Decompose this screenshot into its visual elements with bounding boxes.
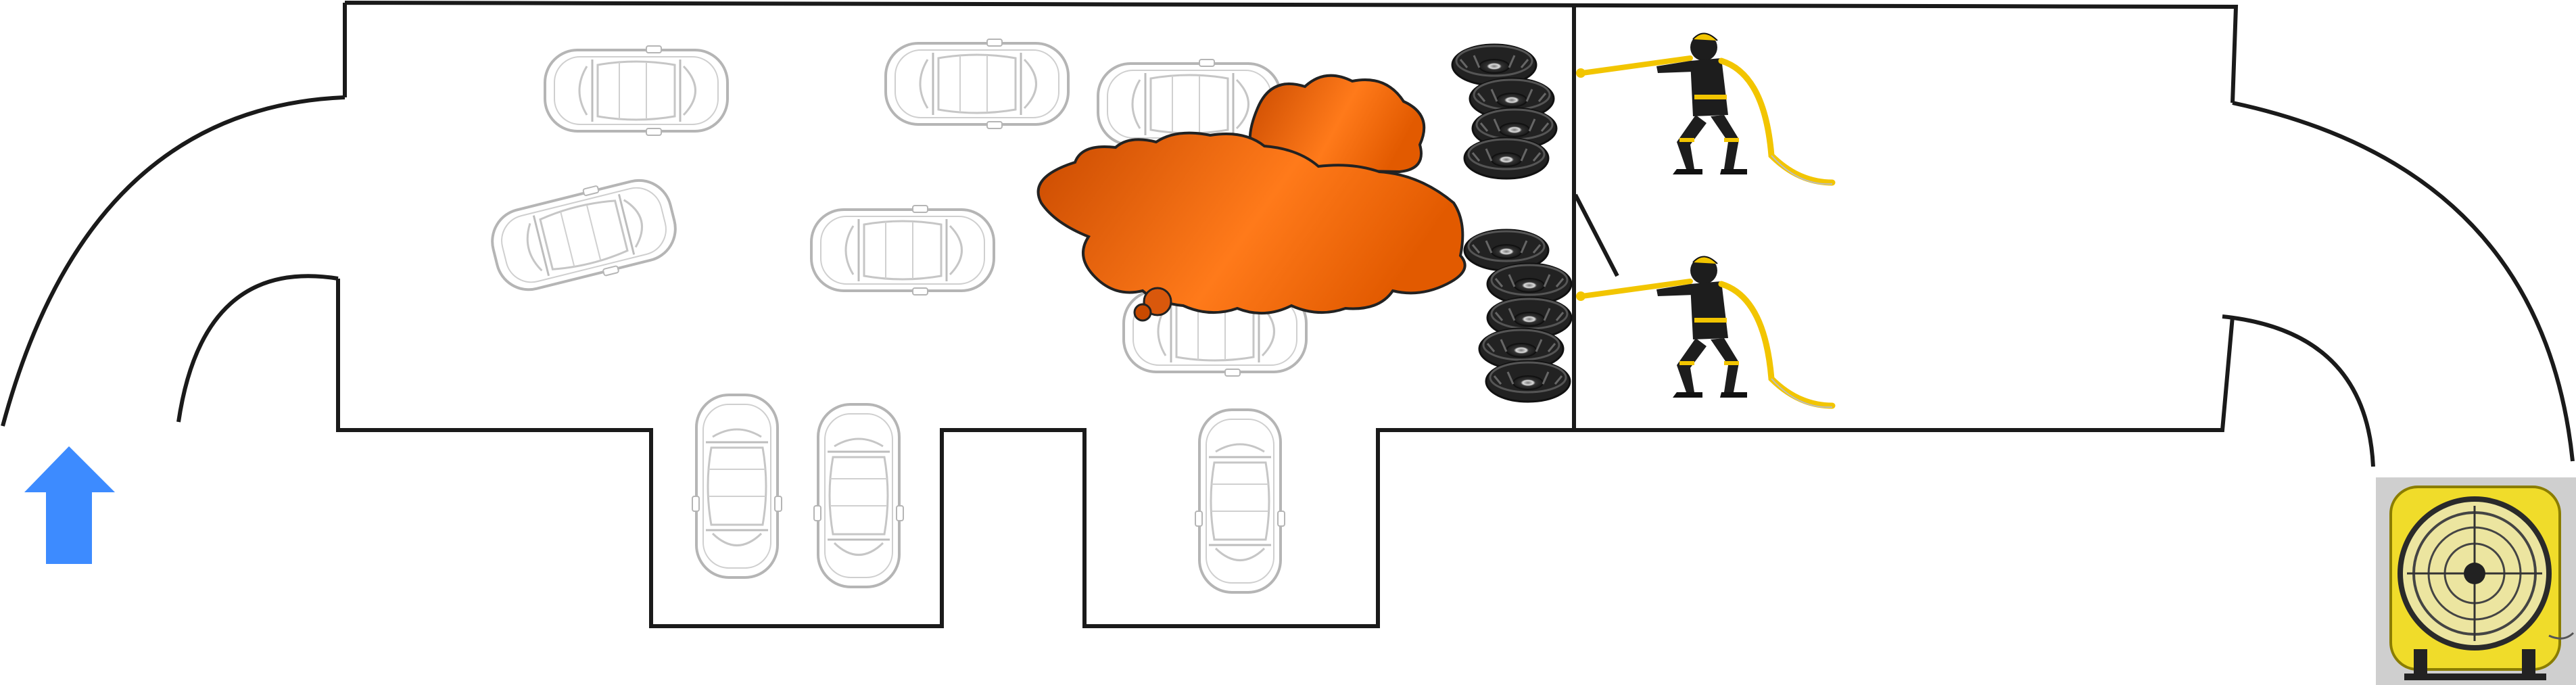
car-top-view-icon: [544, 45, 729, 137]
tire-stack-lower: [1463, 229, 1573, 403]
car-top-view-icon: [1194, 408, 1286, 594]
divider-short-wall: [1573, 193, 1619, 277]
car-top-view-icon: [884, 38, 1070, 130]
tire-stack-icon: [1463, 137, 1550, 180]
building-walls: [1, 1, 2575, 628]
car-top-view-icon: [483, 168, 685, 302]
car-top-view-icon: [810, 204, 995, 296]
ventilation-fan-icon: [2376, 477, 2576, 685]
firefighter-icon: [1576, 33, 1832, 184]
tire-stack-icon: [1485, 360, 1571, 403]
right-inner-ramp: [2222, 314, 2375, 467]
right-outer-ramp: [2232, 101, 2575, 462]
smoke-cloud-icon: [1036, 74, 1466, 322]
firefighter-icon: [1576, 256, 1832, 407]
tire-stack-upper: [1451, 43, 1558, 180]
garage-outline: [336, 1, 2239, 628]
left-outer-ramp: [1, 95, 345, 427]
left-inner-ramp: [176, 274, 339, 423]
parked-cars: [483, 38, 1308, 594]
car-top-view-icon: [691, 394, 783, 579]
car-top-view-icon: [813, 403, 905, 588]
airflow-up-arrow-icon: [24, 446, 115, 564]
